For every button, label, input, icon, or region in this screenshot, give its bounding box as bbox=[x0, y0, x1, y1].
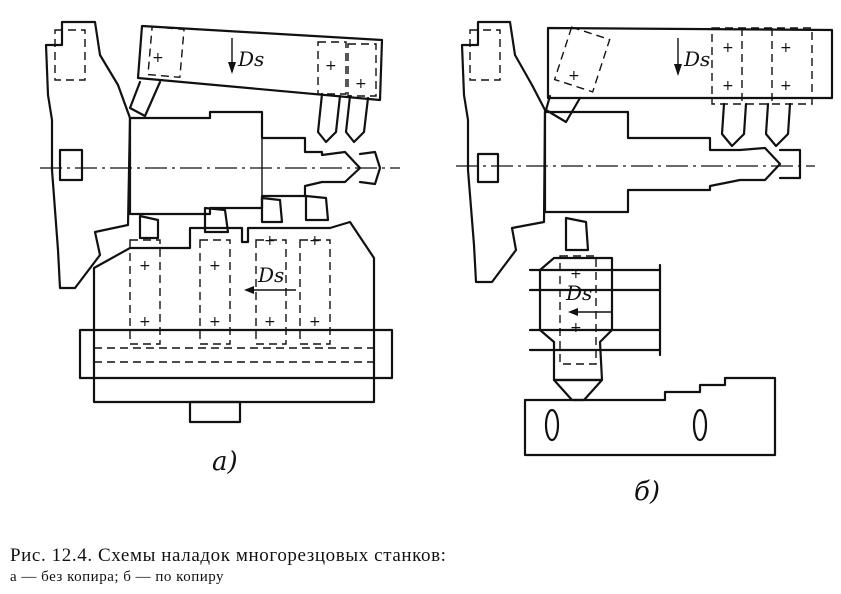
panel-a-feed-top-label: Ds bbox=[237, 47, 264, 71]
figure-caption: Рис. 12.4. Схемы наладок многорезцовых с… bbox=[10, 545, 830, 587]
svg-text:+: + bbox=[780, 78, 792, 94]
panel-b-template bbox=[523, 376, 777, 457]
panel-a-feed-bottom-label: Ds bbox=[257, 263, 284, 287]
panel-b-workpiece bbox=[543, 110, 782, 214]
caption-legend: а — без копира; б — по копиру bbox=[10, 569, 225, 585]
panel-b-top-tool-block bbox=[546, 26, 834, 100]
svg-text:+: + bbox=[722, 78, 734, 94]
panel-a-drawing: + + + Ds + + + + + + + + bbox=[40, 20, 400, 424]
svg-text:+: + bbox=[722, 40, 734, 56]
panel-a-top-tool-block bbox=[136, 24, 384, 102]
panel-a-bottom-tool-block bbox=[92, 220, 376, 404]
svg-text:+: + bbox=[309, 233, 321, 249]
svg-text:+: + bbox=[570, 266, 582, 282]
svg-text:+: + bbox=[264, 314, 276, 330]
figure-diagram: + + + Ds + + + + + + + + bbox=[40, 20, 834, 507]
svg-text:+: + bbox=[152, 50, 164, 66]
panel-b-chuck bbox=[460, 20, 547, 284]
svg-text:+: + bbox=[355, 76, 367, 92]
panel-b-label: б) bbox=[634, 477, 660, 507]
panel-b-drawing: + + + + + Ds + + Ds bbox=[456, 20, 834, 457]
svg-text:+: + bbox=[209, 314, 221, 330]
panel-b-feed-bottom-label: Ds bbox=[565, 281, 592, 305]
svg-text:+: + bbox=[780, 40, 792, 56]
svg-text:+: + bbox=[570, 320, 582, 336]
svg-text:+: + bbox=[309, 314, 321, 330]
svg-text:+: + bbox=[568, 68, 580, 84]
caption-title: Рис. 12.4. Схемы наладок многорезцовых с… bbox=[10, 545, 447, 566]
svg-text:+: + bbox=[264, 233, 276, 249]
panel-a-label: a) bbox=[212, 447, 238, 477]
svg-text:+: + bbox=[139, 258, 151, 274]
svg-text:+: + bbox=[139, 314, 151, 330]
panel-a-chuck bbox=[44, 20, 132, 290]
svg-text:+: + bbox=[209, 258, 221, 274]
panel-b-feed-top-label: Ds bbox=[683, 47, 710, 71]
svg-text:+: + bbox=[325, 58, 337, 74]
